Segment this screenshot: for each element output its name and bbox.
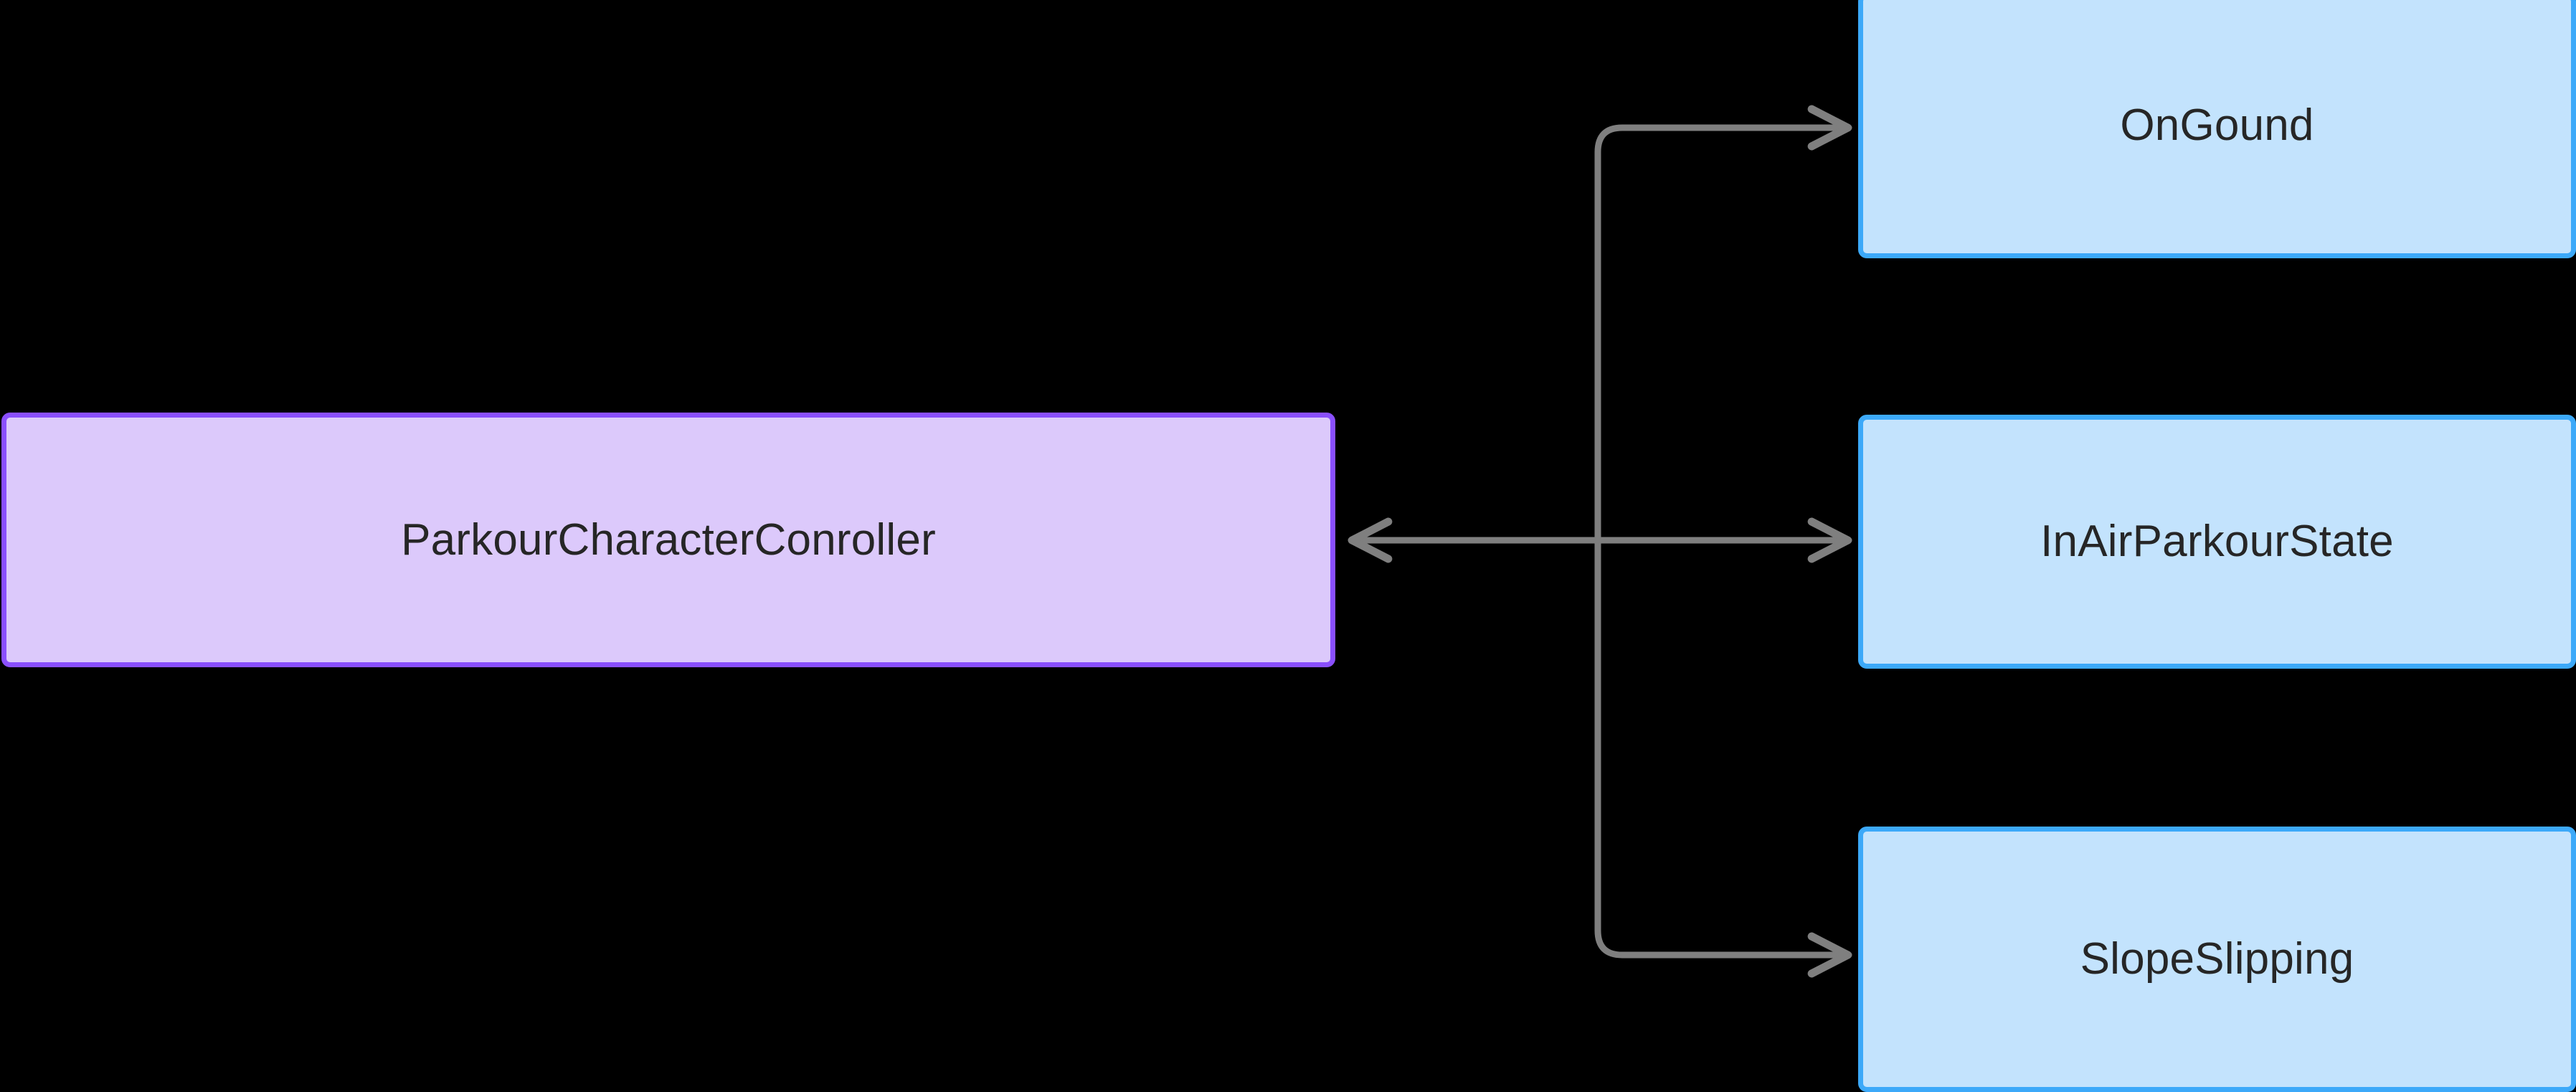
edge-root-ongound — [1594, 105, 1852, 544]
node-slopeslipping[interactable]: SlopeSlipping — [1858, 827, 2576, 1092]
node-ongound[interactable]: OnGound — [1858, 0, 2576, 258]
node-label-slopeslipping: SlopeSlipping — [2080, 934, 2354, 984]
node-label-inairparkourstate: InAirParkourState — [2040, 517, 2394, 566]
edge-root-slopeslipping — [1594, 537, 1852, 978]
node-parkour-character-conroller[interactable]: ParkourCharacterConroller — [1, 413, 1335, 667]
node-label-root: ParkourCharacterConroller — [401, 514, 936, 565]
node-inairparkourstate[interactable]: InAirParkourState — [1858, 415, 2576, 669]
node-label-ongound: OnGound — [2120, 100, 2314, 150]
